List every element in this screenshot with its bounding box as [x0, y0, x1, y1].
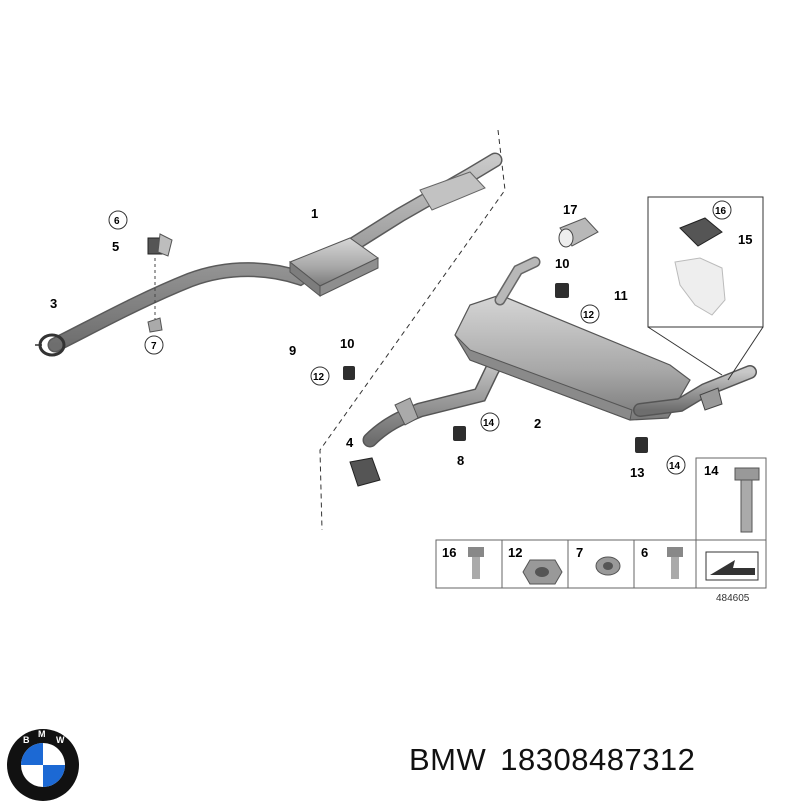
pipe-clamp — [35, 333, 66, 357]
svg-text:W: W — [56, 735, 65, 745]
label-2: 2 — [534, 416, 541, 431]
label-5: 5 — [112, 239, 119, 254]
rubber-mounts — [343, 283, 648, 487]
label-10b: 10 — [555, 256, 569, 271]
label-8: 8 — [457, 453, 464, 468]
diagram-reference-number: 484605 — [716, 593, 750, 604]
label-12b: 12 — [583, 310, 595, 321]
label-15: 15 — [738, 232, 752, 247]
label-11: 11 — [614, 288, 628, 303]
table-label-12: 12 — [508, 545, 522, 560]
front-pipe-with-center-muffler — [47, 152, 503, 353]
label-9: 9 — [289, 343, 296, 358]
front-bracket — [147, 233, 173, 333]
table-label-14: 14 — [704, 463, 719, 478]
hardware-table — [435, 457, 767, 589]
table-label-16: 16 — [442, 545, 456, 560]
table-label-6: 6 — [641, 545, 648, 560]
label-4: 4 — [346, 435, 354, 450]
exhaust-tip — [558, 217, 599, 248]
table-label-7: 7 — [576, 545, 583, 560]
label-14b: 14 — [669, 461, 681, 472]
label-16a: 16 — [715, 206, 727, 217]
label-10a: 10 — [340, 336, 354, 351]
label-6: 6 — [114, 216, 120, 227]
label-1: 1 — [311, 206, 318, 221]
sensor-inset — [647, 196, 764, 381]
label-17: 17 — [563, 202, 577, 217]
caption-part-number: 18308487312 — [500, 742, 696, 777]
label-7: 7 — [151, 341, 157, 352]
label-13: 13 — [630, 465, 644, 480]
part-caption: BMW 18308487312 — [409, 742, 709, 778]
bmw-logo: B M W — [7, 729, 79, 801]
label-14a: 14 — [483, 418, 495, 429]
label-3: 3 — [50, 296, 57, 311]
caption-brand: BMW — [409, 742, 487, 777]
svg-text:B: B — [23, 735, 30, 745]
svg-text:M: M — [38, 729, 46, 739]
circled-labels — [108, 200, 732, 475]
label-12a: 12 — [313, 372, 325, 383]
